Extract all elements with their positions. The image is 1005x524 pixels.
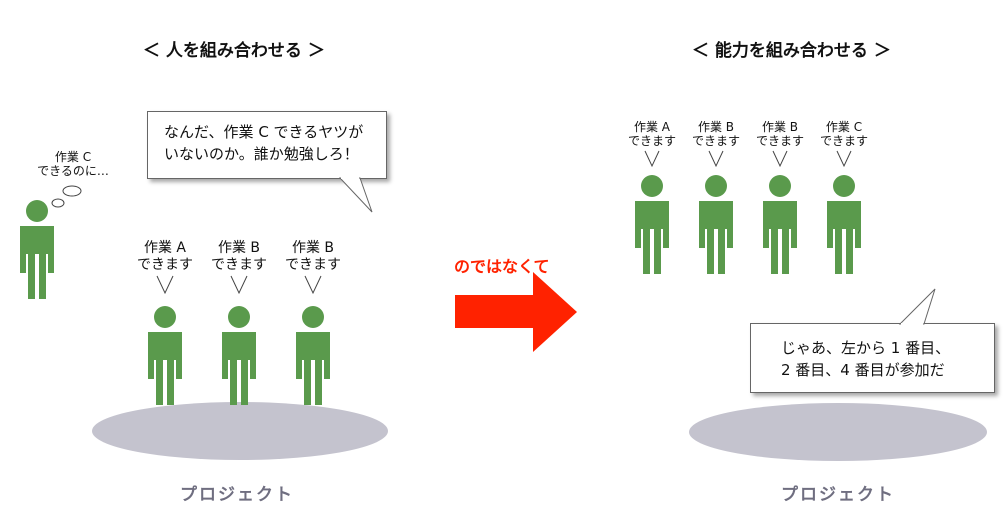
left-worker1-label: 作業 A できます	[125, 240, 205, 274]
right-worker4-label: 作業 C できます	[809, 120, 879, 148]
left-outside-person-icon	[20, 200, 54, 299]
worker-task: 作業 B	[697, 120, 735, 134]
thought-bubble-small	[51, 198, 65, 208]
left-worker2-label: 作業 B できます	[199, 240, 279, 274]
right-heading: ＜ 能力を組み合わせる ＞	[692, 41, 891, 61]
worker-task: 作業 B	[217, 240, 261, 256]
left-heading: ＜ 人を組み合わせる ＞	[143, 41, 325, 61]
right-worker2-label: 作業 B できます	[681, 120, 751, 148]
thought-bubble-large	[62, 185, 82, 197]
right-speech-tail	[898, 288, 936, 325]
left-speech-line1: なんだ、作業 C できるヤツが	[164, 123, 364, 141]
right-speech-line2: 2 番目、4 番目が参加だ	[781, 361, 945, 379]
right-worker3-label: 作業 B できます	[745, 120, 815, 148]
left-speech-tail	[338, 177, 373, 213]
right-worker4-person-icon	[827, 175, 861, 274]
worker-task: 作業 B	[291, 240, 335, 256]
worker-can: できます	[211, 257, 267, 273]
worker-can: できます	[137, 257, 193, 273]
right-arrow-icon	[455, 272, 577, 352]
thought-label: 作業 C できるのに…	[28, 150, 118, 178]
worker-can: できます	[691, 134, 740, 148]
worker-task: 作業 A	[143, 240, 187, 256]
right-worker1-label: 作業 A できます	[617, 120, 687, 148]
left-worker3-person-icon	[296, 306, 330, 405]
worker-task: 作業 A	[633, 120, 671, 134]
right-worker2-person-icon	[699, 175, 733, 274]
left-worker2-person-icon	[222, 306, 256, 405]
worker-can: できます	[627, 134, 676, 148]
right-speech-line1: じゃあ、左から 1 番目、	[781, 339, 951, 357]
right-worker3-person-icon	[763, 175, 797, 274]
right-project-label: プロジェクト	[781, 485, 895, 505]
left-project-ellipse	[92, 402, 388, 460]
right-worker1-person-icon	[635, 175, 669, 274]
right-speech-bubble: じゃあ、左から 1 番目、 2 番目、4 番目が参加だ	[750, 323, 995, 393]
thought-line1: 作業 C	[54, 150, 92, 164]
left-worker3-label: 作業 B できます	[273, 240, 353, 274]
left-speech-bubble: なんだ、作業 C できるヤツが いないのか。誰か勉強しろ！	[147, 111, 387, 179]
left-speech-line2: いないのか。誰か勉強しろ！	[164, 145, 359, 163]
worker-can: できます	[285, 257, 341, 273]
worker-can: できます	[755, 134, 804, 148]
right-project-ellipse	[689, 403, 987, 461]
left-project-label: プロジェクト	[180, 485, 294, 505]
worker-can: できます	[819, 134, 868, 148]
left-worker1-person-icon	[148, 306, 182, 405]
thought-line2: できるのに…	[37, 164, 109, 178]
arrow-caption: のではなくて	[454, 257, 550, 276]
worker-task: 作業 C	[825, 120, 863, 134]
worker-task: 作業 B	[761, 120, 799, 134]
